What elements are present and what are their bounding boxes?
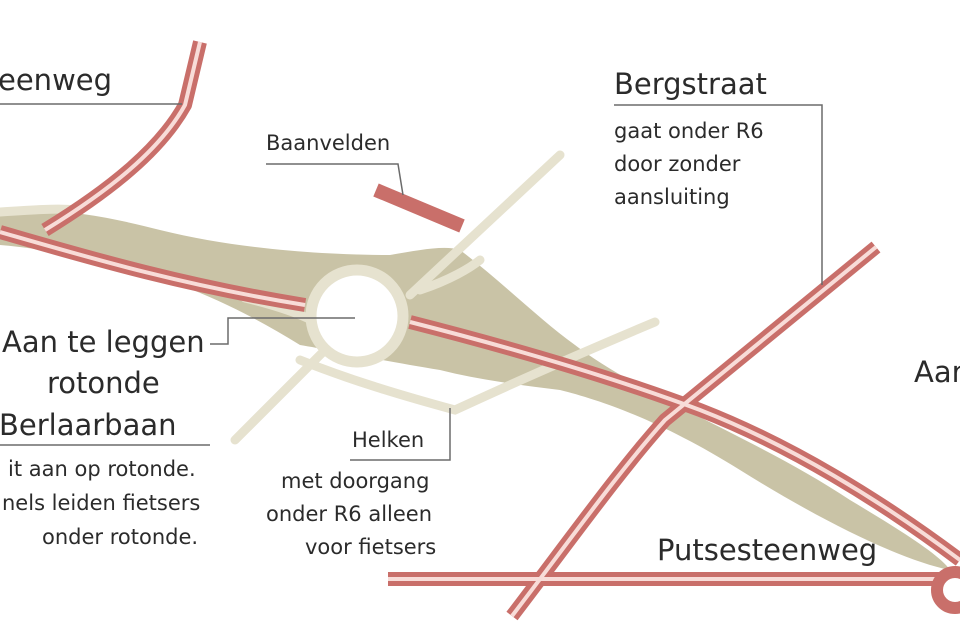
label-steenweg: eenweg bbox=[0, 63, 112, 97]
label-berlaarbaan: Berlaarbaan bbox=[0, 408, 177, 442]
label-berlaarbaan-desc-1: it aan op rotonde. bbox=[8, 457, 196, 481]
label-bergstraat-desc-2: door zonder bbox=[614, 152, 741, 176]
label-bergstraat-desc-3: aansluiting bbox=[614, 185, 730, 209]
planned-area bbox=[0, 210, 950, 570]
label-bergstraat-desc-1: gaat onder R6 bbox=[614, 119, 764, 143]
label-baanvelden: Baanvelden bbox=[266, 131, 390, 155]
label-aan-right: Aan bbox=[914, 355, 960, 389]
roads-inner bbox=[0, 41, 960, 618]
label-bergstraat: Bergstraat bbox=[614, 67, 767, 101]
label-rotonde-line2: rotonde bbox=[47, 366, 160, 400]
path-helken bbox=[295, 317, 660, 415]
label-berlaarbaan-desc-3: onder rotonde. bbox=[42, 525, 198, 549]
path-right-link bbox=[415, 255, 485, 295]
label-helken: Helken bbox=[352, 428, 424, 452]
label-helken-desc-2: onder R6 alleen bbox=[266, 502, 432, 526]
label-berlaarbaan-desc-2: nels leiden fietsers bbox=[2, 491, 200, 515]
label-helken-desc-3: voor fietsers bbox=[305, 535, 436, 559]
path-north bbox=[405, 150, 565, 300]
label-helken-desc-1: met doorgang bbox=[281, 469, 429, 493]
roundabout-putsesteenweg bbox=[931, 566, 960, 614]
label-rotonde-line1: Aan te leggen bbox=[2, 325, 205, 359]
baanvelden-road bbox=[373, 183, 465, 233]
leader-lines bbox=[0, 103, 823, 461]
roundabout bbox=[305, 264, 409, 368]
label-putsesteenweg: Putsesteenweg bbox=[657, 533, 877, 567]
path-south bbox=[230, 340, 335, 445]
